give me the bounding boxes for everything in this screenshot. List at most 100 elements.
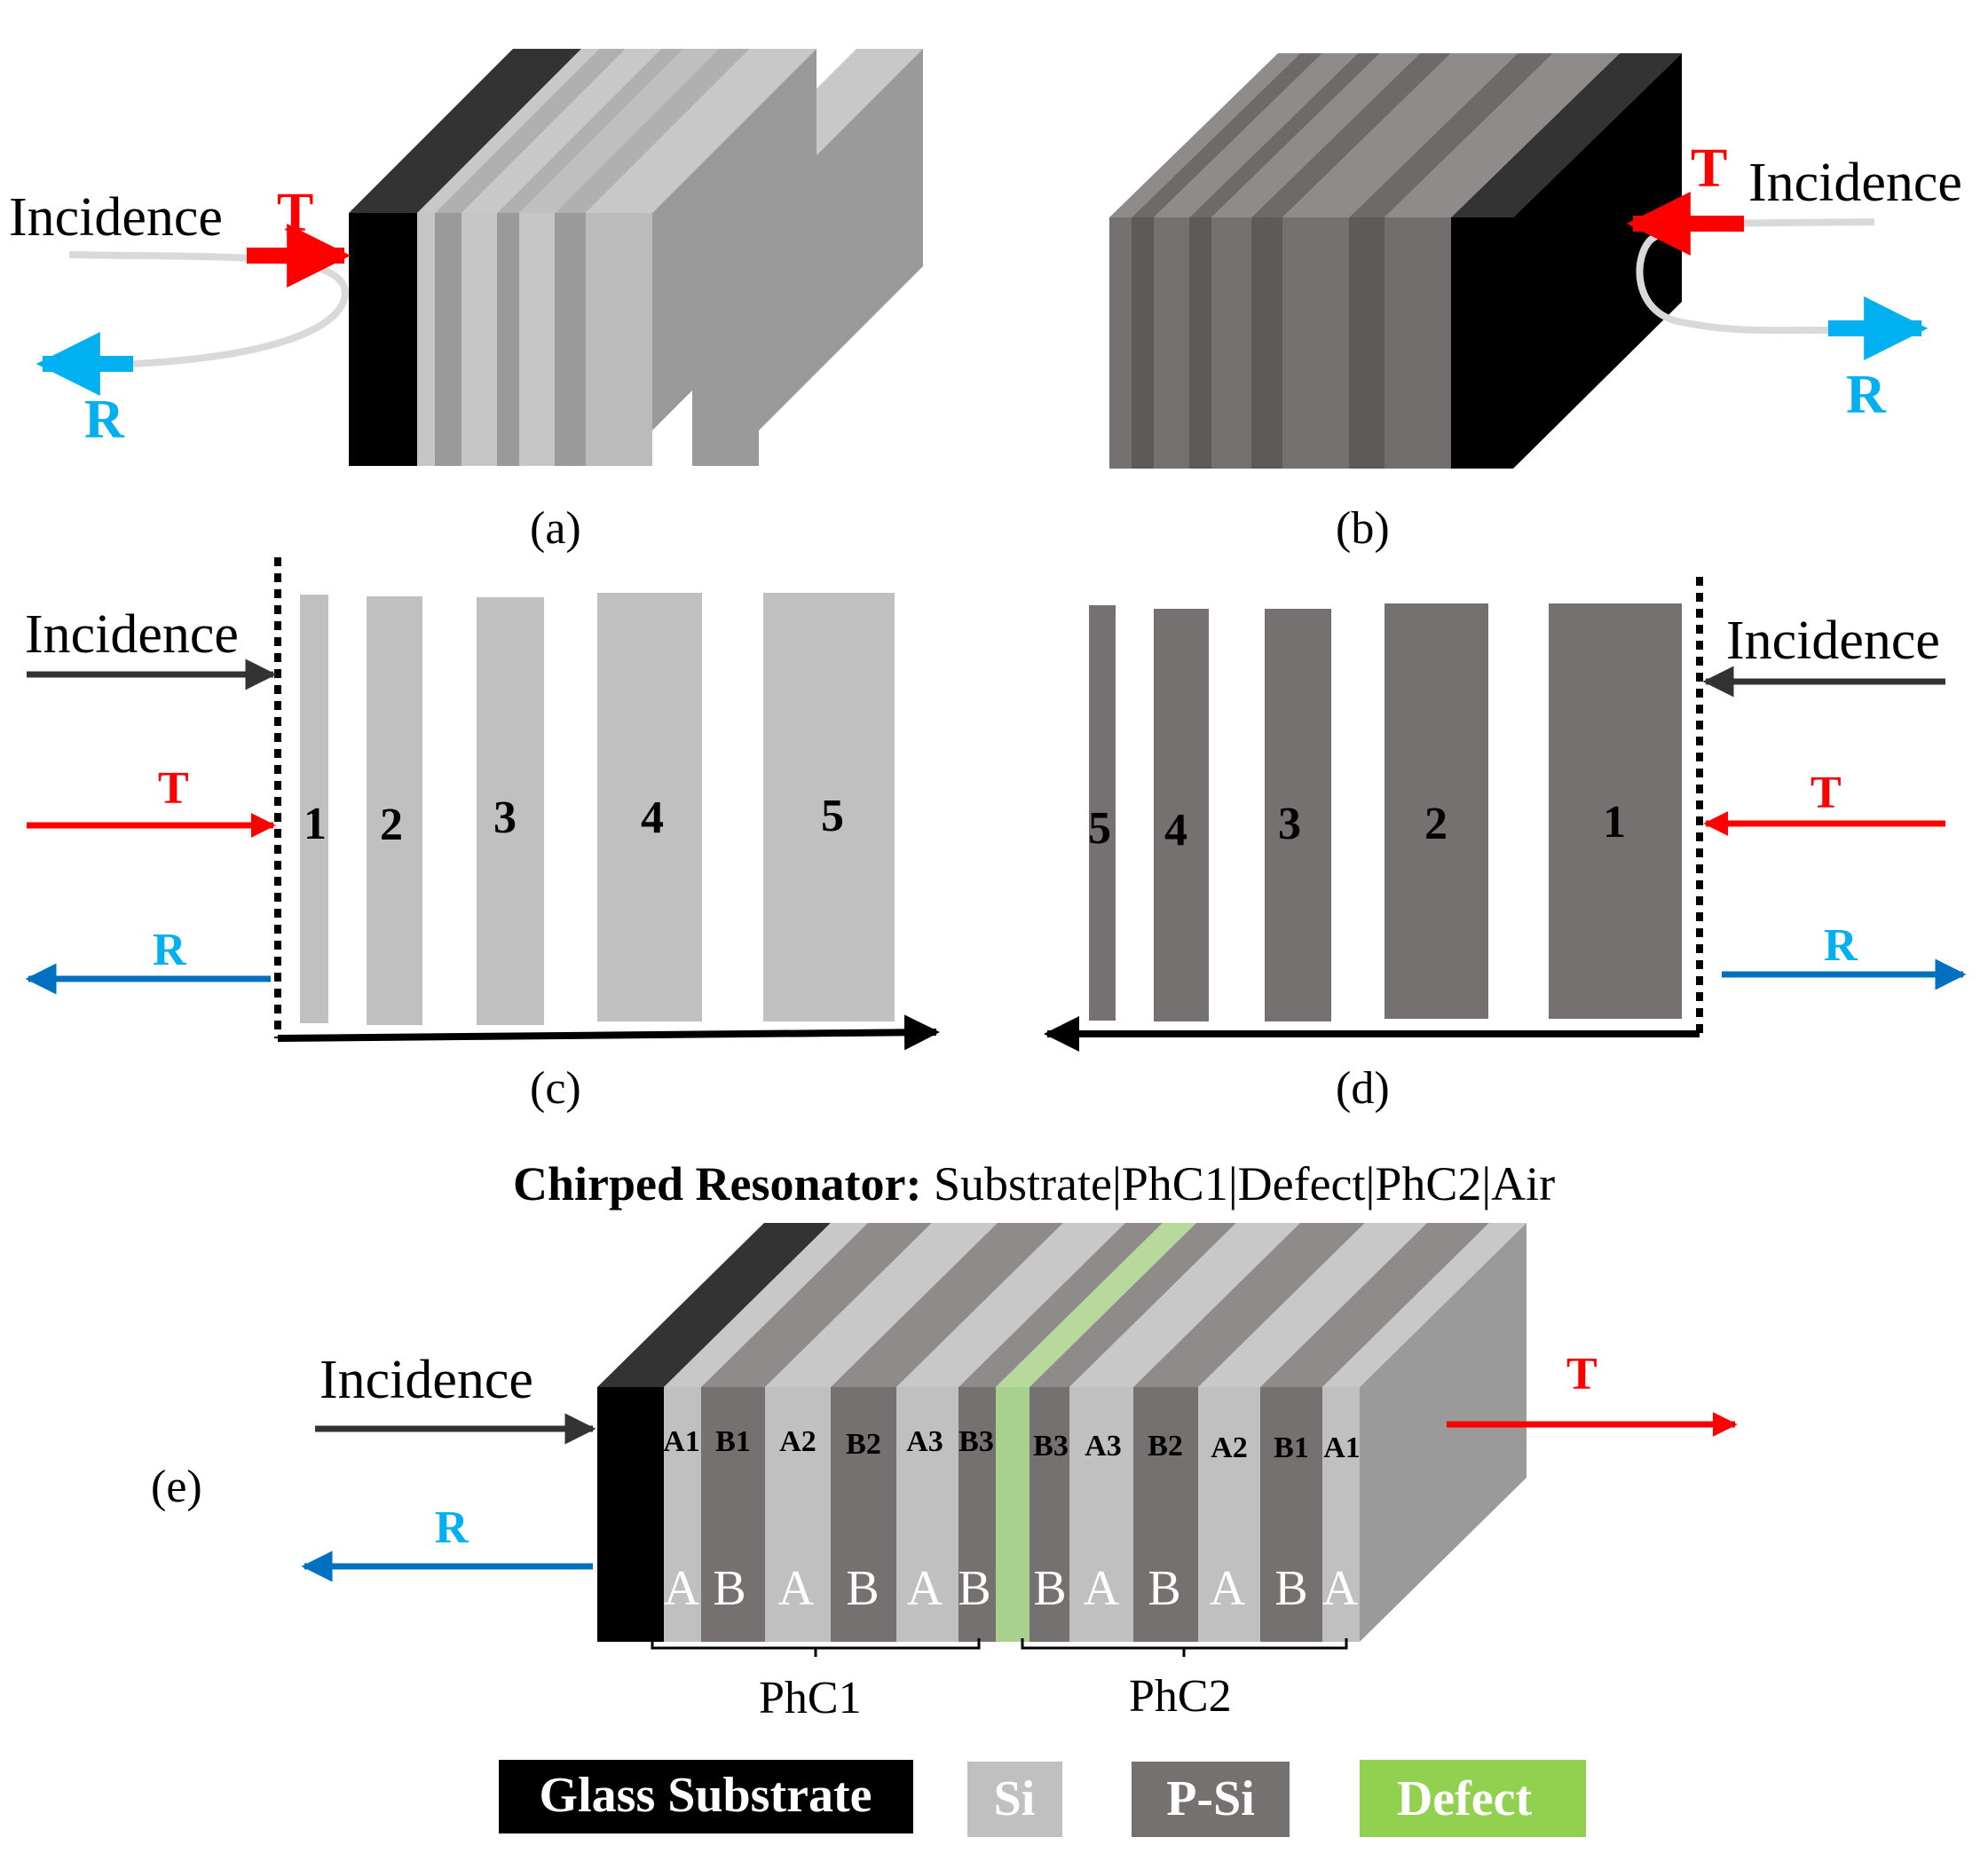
panel-e-phc2-label: PhC2 (1129, 1671, 1232, 1722)
panel-e-heading-bold: Chirped Resonator: (513, 1157, 921, 1210)
panel-a-stack (349, 49, 923, 466)
panel-a-t-label: T (277, 183, 313, 243)
legend-label-psi: P-Si (1166, 1771, 1255, 1826)
panel-d-layer (1265, 609, 1331, 1021)
panel-d-layer-number: 1 (1603, 797, 1626, 848)
panel-c-t-label: T (158, 763, 189, 814)
panel-c-layer-number: 4 (641, 793, 664, 843)
panel-c-layer-number: 1 (304, 799, 327, 849)
panel-a-incidence-label: Incidence (9, 187, 223, 248)
panel-e-layer-label: A1 (1323, 1431, 1361, 1464)
panel-e-phc1-brace (651, 1638, 981, 1657)
panel-e-incidence-label: Incidence (320, 1350, 533, 1410)
panel-e-material-letter: A (664, 1561, 700, 1616)
panel-c-layer (763, 593, 895, 1021)
panel-b-r-label: R (1846, 365, 1887, 425)
panel-d-layer (1384, 603, 1488, 1019)
panel-e-heading: Chirped Resonator: Substrate|PhC1|Defect… (513, 1157, 1555, 1210)
panel-c-layer (300, 595, 328, 1023)
panel-e-material-letter: B (846, 1561, 879, 1616)
panel-e-layer-psi (701, 1387, 765, 1642)
panel-d-layer-number: 5 (1088, 803, 1111, 854)
panel-c-layer (597, 593, 702, 1021)
panel-e: Chirped Resonator: Substrate|PhC1|Defect… (151, 1157, 1738, 1723)
panel-e-layer-psi (1030, 1387, 1069, 1642)
panel-e-r-label: R (435, 1502, 469, 1553)
panel-e-material-letter: A (907, 1561, 943, 1616)
panel-e-material-letter: A (1084, 1561, 1120, 1616)
panel-e-layer-label: A3 (906, 1425, 943, 1458)
panel-e-material-letter: A (1210, 1561, 1246, 1616)
panel-d-layer (1549, 603, 1682, 1019)
panel-a-caption: (a) (530, 503, 581, 554)
panel-d-t-label: T (1810, 768, 1842, 818)
panel-e-layer-si (896, 1387, 958, 1642)
panel-e-caption: (e) (151, 1462, 202, 1512)
panel-e-material-letter: B (958, 1561, 990, 1616)
panel-c-axis-arrow (277, 1014, 940, 1051)
panel-e-layer-label: B3 (1033, 1430, 1069, 1463)
panel-c-caption: (c) (530, 1063, 581, 1114)
panel-e-material-letter: B (1148, 1561, 1180, 1616)
panel-b-t-label: T (1691, 138, 1727, 199)
legend-swatch-psi (1132, 1762, 1290, 1837)
panel-b-stack (1109, 53, 1682, 469)
panel-e-layer-label: B2 (1148, 1430, 1183, 1463)
panel-d-incidence-label: Incidence (1726, 611, 1940, 671)
panel-c-layer-number: 5 (821, 791, 844, 841)
panel-e-layer-label: B2 (846, 1428, 881, 1461)
legend-label-si: Si (994, 1771, 1036, 1826)
panel-a: Incidence T R (a) (9, 49, 923, 554)
panel-e-layer-psi (1133, 1387, 1198, 1642)
panel-e-stack (597, 1223, 1526, 1642)
legend-swatch-defect (1360, 1760, 1586, 1837)
panel-d-layer-number: 3 (1278, 799, 1301, 849)
panel-e-defect-layer (996, 1387, 1030, 1642)
panel-e-heading-rest: Substrate|PhC1|Defect|PhC2|Air (921, 1157, 1555, 1210)
panel-e-material-letter: A (1322, 1561, 1359, 1616)
panel-e-material-letter: B (1274, 1561, 1307, 1616)
panel-d-layer-number: 4 (1164, 805, 1187, 856)
legend-label-defect: Defect (1397, 1771, 1533, 1826)
panel-a-fiber (68, 251, 349, 367)
panel-b: Incidence T R (b) (1109, 53, 1962, 554)
panel-e-material-letter: B (713, 1561, 746, 1616)
panel-c-layer (477, 597, 544, 1025)
panel-e-t-label: T (1566, 1349, 1598, 1400)
panel-d-r-label: R (1824, 920, 1858, 971)
panel-e-layer-psi (958, 1387, 996, 1642)
panel-a-r-label: R (84, 390, 125, 450)
panel-e-glass-substrate (597, 1387, 664, 1642)
panel-e-layer-psi (831, 1387, 896, 1642)
panel-e-phc2-brace (1021, 1638, 1348, 1657)
panel-e-material-letter: A (778, 1561, 815, 1616)
panel-e-layer-label: A2 (1211, 1431, 1248, 1464)
panel-e-material-letter: B (1033, 1561, 1066, 1616)
panel-d: 5 4 3 2 1 Incidence T R (d) (1044, 577, 1967, 1114)
panel-c-r-label: R (153, 925, 187, 975)
panel-e-layer-si (1198, 1387, 1260, 1642)
panel-e-layer-si (664, 1387, 701, 1642)
panel-b-incidence-label: Incidence (1748, 153, 1962, 213)
panel-e-layer-label: A2 (779, 1425, 816, 1458)
panel-d-caption: (d) (1336, 1063, 1390, 1114)
panel-e-layer-si (765, 1387, 831, 1642)
panel-e-layer-si (1069, 1387, 1133, 1642)
panel-d-layer (1154, 609, 1209, 1021)
panel-d-layer-number: 2 (1424, 799, 1448, 849)
panel-e-layer-label: B3 (958, 1425, 994, 1458)
panel-e-layer-label: B1 (715, 1425, 751, 1458)
panel-e-layer-label: B1 (1274, 1431, 1309, 1464)
panel-e-layer-psi (1260, 1387, 1322, 1642)
panel-c-layer-number: 2 (380, 800, 403, 850)
panel-c-incidence-label: Incidence (25, 604, 239, 665)
panel-e-phc1-label: PhC1 (759, 1673, 862, 1723)
legend-label-glass-substrate: Glass Substrate (540, 1768, 872, 1823)
panel-e-layer-label: A1 (663, 1425, 700, 1458)
panel-e-layer-si (1322, 1387, 1360, 1642)
panel-b-caption: (b) (1336, 503, 1390, 554)
legend-swatch-si (967, 1762, 1062, 1837)
panel-e-layer-label: A3 (1085, 1430, 1122, 1463)
panel-d-layer (1089, 605, 1116, 1021)
